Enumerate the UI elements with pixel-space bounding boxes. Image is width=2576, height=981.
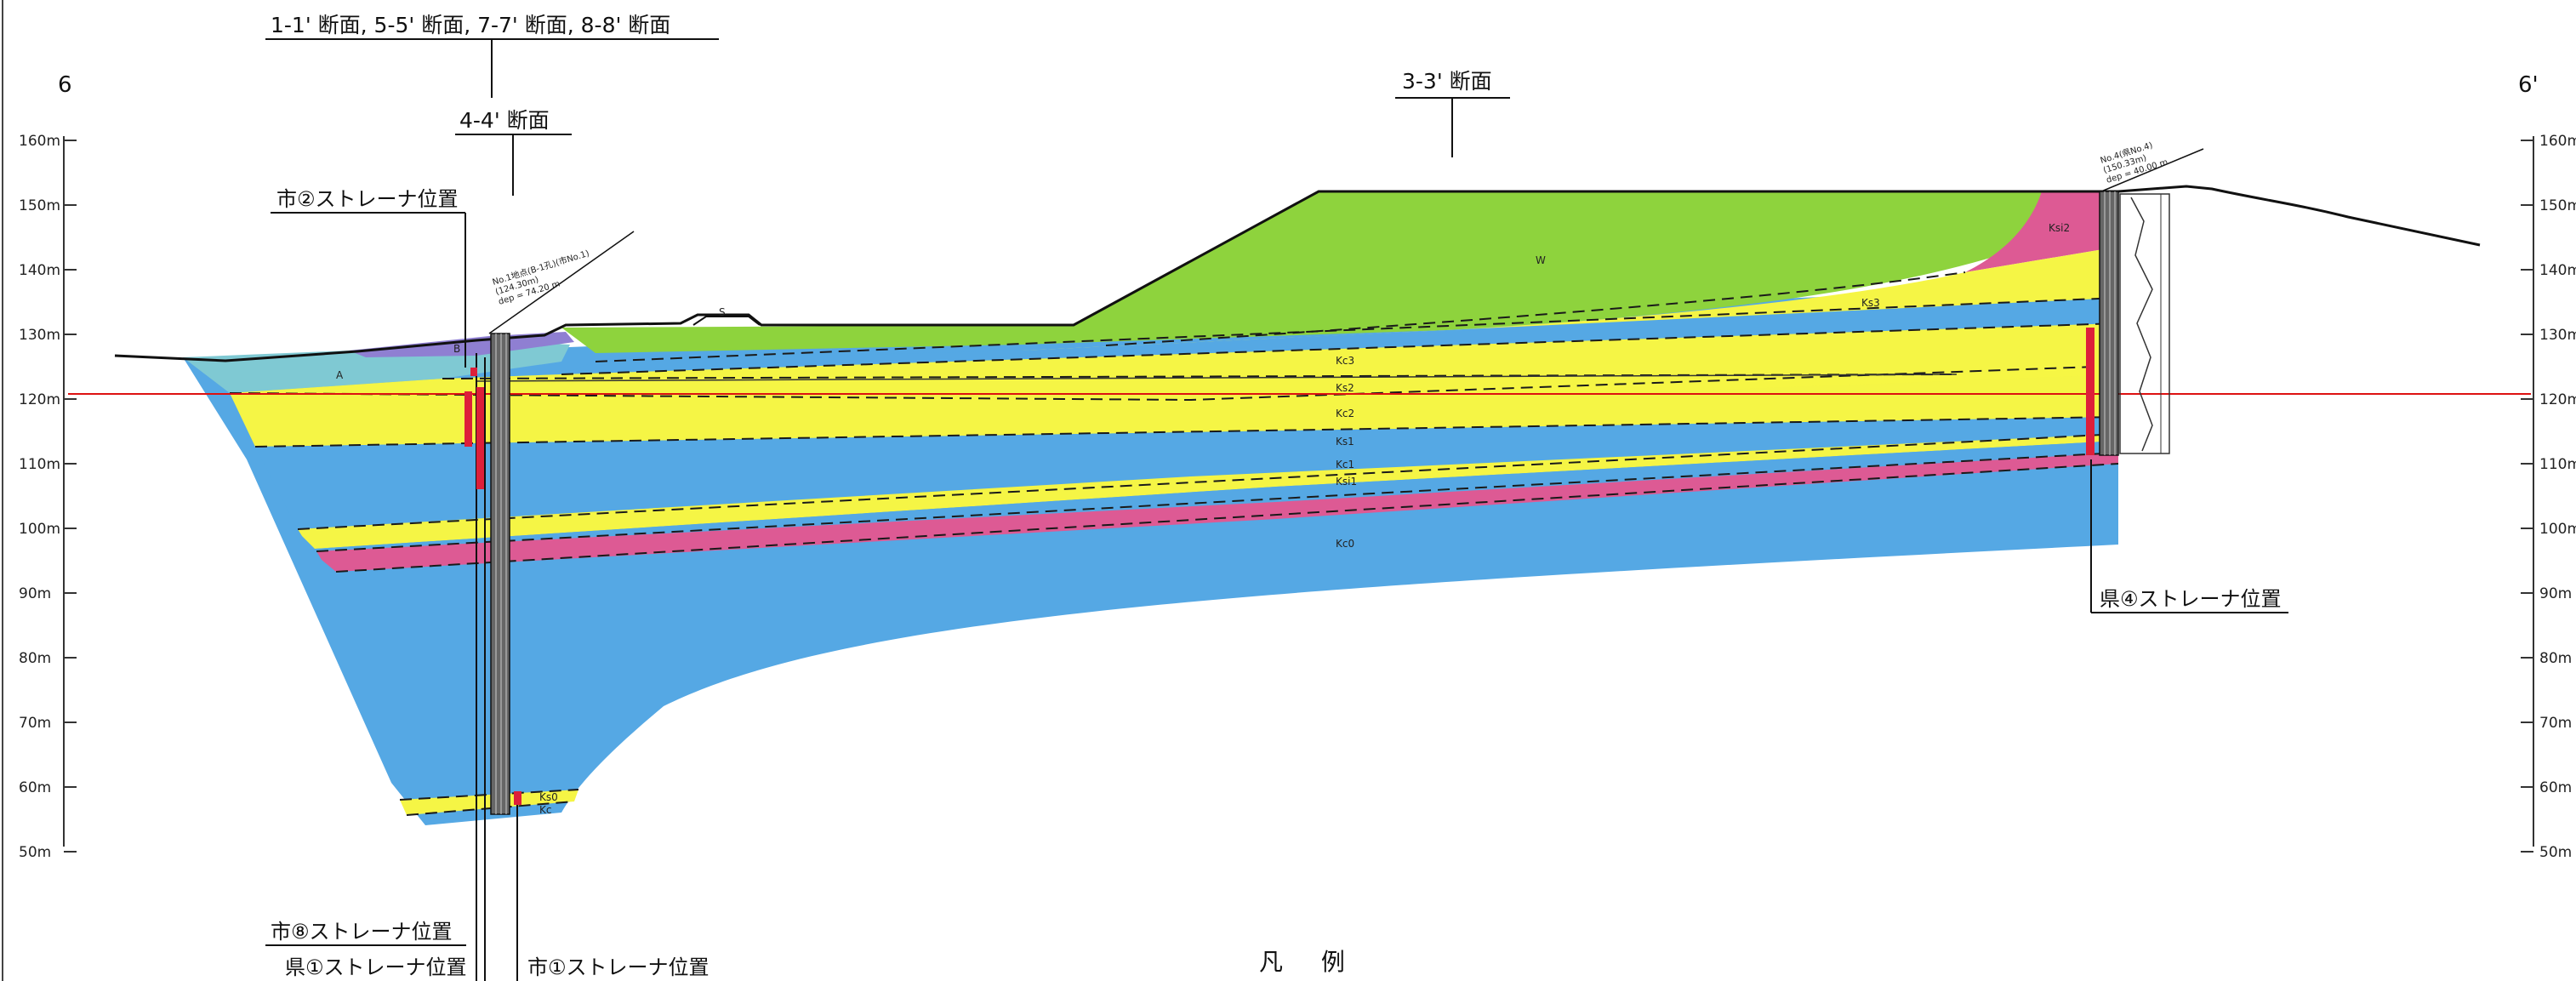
elevation-label: 60m — [2539, 779, 2572, 796]
strainer-marker-city8 — [464, 391, 472, 447]
legend-title: 凡 例 — [1259, 948, 1360, 976]
layer-label-ksi1: Ksi1 — [1336, 476, 1357, 488]
layer-ks2 — [230, 323, 2118, 447]
layer-kc1 — [315, 441, 2118, 551]
elevation-label: 50m — [19, 844, 51, 861]
borehole-no4 — [2090, 148, 2288, 613]
elevation-label: 160m — [19, 133, 60, 150]
elevation-label: 110m — [2539, 456, 2576, 473]
elevation-label: 150m — [19, 197, 60, 214]
layer-label-w: W — [1536, 254, 1546, 266]
svg-text:市①ストレーナ位置: 市①ストレーナ位置 — [527, 955, 710, 979]
elevation-label: 80m — [19, 650, 51, 667]
svg-text:市⑧ストレーナ位置: 市⑧ストレーナ位置 — [271, 920, 453, 944]
svg-text:3-3' 断面: 3-3' 断面 — [1402, 69, 1492, 94]
layer-w — [561, 191, 2042, 353]
layer-label-ks3: Ks3 — [1861, 297, 1880, 309]
section-end-right: 6' — [2518, 72, 2539, 98]
elevation-label: 140m — [2539, 262, 2576, 279]
elevation-label: 140m — [19, 262, 60, 279]
left-elevation-labels: 160m 150m 140m 130m 120m 110m 100m 90m 80m 70m 60m… — [19, 133, 77, 861]
layer-label-kc3: Kc3 — [1336, 355, 1354, 367]
svg-text:県①ストレーナ位置: 県①ストレーナ位置 — [285, 955, 467, 979]
elevation-label: 130m — [19, 327, 60, 344]
strainer-marker-pref1 — [476, 387, 484, 489]
water-level-guide — [476, 374, 1958, 382]
layer-label-ks0: Ks0 — [539, 791, 558, 803]
elevation-label: 130m — [2539, 327, 2576, 344]
layer-label-kc2: Kc2 — [1336, 408, 1354, 419]
elevation-label: 150m — [2539, 197, 2576, 214]
layer-kc2 — [255, 417, 2118, 529]
svg-text:1-1' 断面, 5-5' 断面, 7-7' 断面, 8-8: 1-1' 断面, 5-5' 断面, 7-7' 断面, 8-8' 断面 — [271, 13, 670, 37]
section-ref-top: 1-1' 断面, 5-5' 断面, 7-7' 断面, 8-8' 断面 — [265, 13, 719, 98]
elevation-label: 160m — [2539, 133, 2576, 150]
layer-label-kc0: Kc0 — [1336, 538, 1354, 550]
callout-pref4: 県④ストレーナ位置 — [2100, 587, 2282, 611]
elevation-label: 90m — [2539, 585, 2572, 602]
section-ref-33: 3-3' 断面 — [1395, 69, 1510, 157]
svg-text:市②ストレーナ位置: 市②ストレーナ位置 — [276, 187, 459, 211]
layer-label-ksi2: Ksi2 — [2049, 222, 2070, 234]
layer-label-kc1: Kc1 — [1336, 459, 1354, 471]
elevation-label: 80m — [2539, 650, 2572, 667]
elevation-label: 120m — [19, 391, 60, 408]
elevation-label: 70m — [2539, 715, 2572, 732]
layer-ks0 — [400, 790, 578, 815]
elevation-label: 110m — [19, 456, 60, 473]
layer-label-kc: Kc — [539, 804, 551, 816]
callout-city2: 市②ストレーナ位置 — [271, 187, 466, 368]
layer-ksi1 — [316, 453, 2118, 572]
layer-label-ks1: Ks1 — [1336, 436, 1354, 448]
elevation-label: 100m — [19, 521, 60, 538]
elevation-label: 120m — [2539, 391, 2576, 408]
strainer-marker-city2 — [470, 368, 477, 376]
ground-surface — [114, 185, 2481, 362]
layer-kc3 — [561, 298, 2118, 374]
layer-ks1 — [298, 434, 2118, 549]
elevation-label: 70m — [19, 715, 51, 732]
elevation-label: 100m — [2539, 521, 2576, 538]
svg-text:No.1地点(B-1孔)(市No.1): No.1地点(B-1孔)(市No.1) — [491, 248, 590, 288]
layer-ks3 — [1021, 247, 2118, 351]
borehole-no1-label: No.1地点(B-1孔)(市No.1) (124.30m) dep = 74.2… — [491, 248, 590, 307]
layer-label-a: A — [336, 369, 344, 381]
svg-text:4-4' 断面: 4-4' 断面 — [459, 108, 550, 133]
elevation-label: 90m — [19, 585, 51, 602]
section-ref-44: 4-4' 断面 — [455, 108, 572, 196]
section-end-left: 6 — [58, 72, 72, 98]
right-elevation-labels: 160m 150m 140m 130m 120m 110m 100m 90m 80m 70m 60m… — [2521, 133, 2576, 861]
borehole-no1 — [476, 231, 635, 981]
svg-text:県④ストレーナ位置: 県④ストレーナ位置 — [2100, 587, 2282, 611]
elevation-label: 60m — [19, 779, 51, 796]
embankment-mark — [692, 316, 761, 326]
strainer-marker-city1 — [514, 791, 521, 805]
layer-ksi2 — [1965, 191, 2118, 272]
strainer-marker-pref4 — [2086, 328, 2094, 455]
layer-ks2-lens — [1319, 366, 2118, 400]
callout-pref1: 県①ストレーナ位置 — [285, 955, 467, 979]
callout-city1: 市①ストレーナ位置 — [527, 955, 710, 979]
elevation-label: 50m — [2539, 844, 2572, 861]
layer-label-b: B — [453, 343, 460, 355]
callout-city8: 市⑧ストレーナ位置 — [265, 920, 466, 946]
layer-label-s: S — [719, 306, 726, 318]
layer-label-ks2: Ks2 — [1336, 382, 1354, 394]
